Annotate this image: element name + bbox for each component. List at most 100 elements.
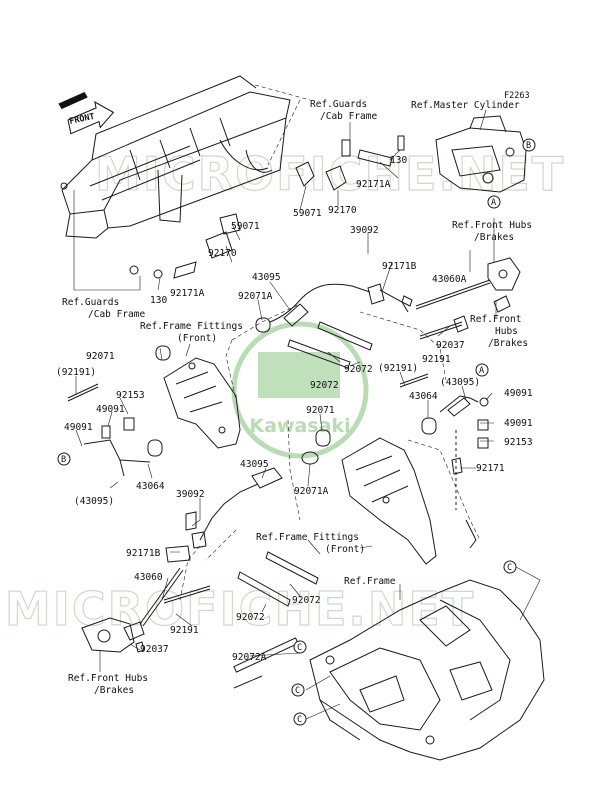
circle-a-top bbox=[487, 195, 501, 209]
part-92072-b: 92072 bbox=[310, 380, 339, 391]
part-39092-top: 39092 bbox=[350, 225, 379, 236]
part-92170-mid: 92170 bbox=[208, 248, 237, 259]
ref-frame-fittings-2-line1: Ref.Frame Fittings bbox=[256, 532, 359, 543]
circle-a-right-label: A bbox=[479, 366, 484, 376]
ref-frame-fittings-1-line1: Ref.Frame Fittings bbox=[140, 321, 243, 332]
part-92170-top: 92170 bbox=[328, 205, 357, 216]
part-92072A: 92072A bbox=[232, 652, 267, 663]
part-43095-paren-left: (43095) bbox=[74, 496, 114, 507]
front-hub-lower-drawing bbox=[81, 617, 145, 653]
frame-drawing-bottom bbox=[309, 579, 545, 761]
part-130-top: 130 bbox=[390, 155, 407, 166]
circle-a-top-label: A bbox=[491, 198, 496, 208]
front-arrow bbox=[58, 91, 115, 135]
circle-c-left-label: C bbox=[295, 686, 300, 696]
circle-c-left bbox=[291, 683, 305, 697]
tie-straps-lower bbox=[233, 551, 319, 689]
part-43095-mid: 43095 bbox=[240, 459, 269, 470]
part-43064-right: 43064 bbox=[409, 391, 438, 402]
ref-front-hubs-right-line3: /Brakes bbox=[488, 338, 528, 349]
part-43095-paren-right: (43095) bbox=[440, 377, 480, 388]
part-43095-top: 43095 bbox=[252, 272, 281, 283]
ref-master-cylinder: Ref.Master Cylinder bbox=[411, 100, 520, 111]
tie-straps-upper bbox=[287, 321, 373, 369]
part-92171B-top: 92171B bbox=[382, 261, 417, 272]
part-92171A-top: 92171A bbox=[356, 179, 391, 190]
ref-front-hubs-bottom-line2: /Brakes bbox=[94, 685, 134, 696]
frame-fitting-left-drawing bbox=[163, 357, 241, 449]
part-92072-c: 92072 bbox=[292, 595, 321, 606]
watermark-text-bottom: MICROFICHE.NET bbox=[5, 582, 475, 636]
kawasaki-logo-block bbox=[258, 352, 340, 398]
part-130-left: 130 bbox=[150, 295, 167, 306]
ref-frame: Ref.Frame bbox=[344, 576, 396, 587]
frame-fitting-right-drawing bbox=[341, 437, 477, 565]
clamp-parts-top bbox=[295, 135, 405, 191]
circle-b-top bbox=[522, 138, 536, 152]
part-43060: 43060 bbox=[134, 572, 163, 583]
part-43064-left: 43064 bbox=[136, 481, 165, 492]
ref-guards-left-line2: /Cab Frame bbox=[88, 309, 145, 320]
ref-front-hubs-right-line1: Ref.Front bbox=[470, 314, 521, 325]
part-49091-left-b: 49091 bbox=[64, 422, 93, 433]
part-92191-bottom: 92191 bbox=[170, 625, 199, 636]
ref-guards-top-line2: /Cab Frame bbox=[320, 111, 377, 122]
part-59071-mid: 59071 bbox=[231, 221, 260, 232]
leader-lines bbox=[73, 109, 541, 720]
part-92153-right: 92153 bbox=[504, 437, 533, 448]
ref-guards-top-line1: Ref.Guards bbox=[310, 99, 367, 110]
guard-frame-drawing bbox=[60, 75, 291, 239]
circle-c-92072A-label: C bbox=[297, 643, 302, 653]
ref-front-hubs-bottom-line1: Ref.Front Hubs bbox=[68, 673, 148, 684]
part-39092-mid: 39092 bbox=[176, 489, 205, 500]
part-92191-mid: 92191 bbox=[422, 354, 451, 365]
master-cylinder-drawing bbox=[435, 115, 527, 193]
brake-small-parts-right bbox=[419, 295, 511, 340]
part-92191-paren-left: (92191) bbox=[56, 367, 96, 378]
ref-guards-left-line1: Ref.Guards bbox=[62, 297, 119, 308]
part-49091-right-a: 49091 bbox=[504, 388, 533, 399]
ref-front-hubs-top-line1: Ref.Front Hubs bbox=[452, 220, 532, 231]
part-92171B-bottom: 92171B bbox=[126, 548, 161, 559]
kawasaki-logo-text: Kawasaki bbox=[249, 415, 350, 437]
ref-front-hubs-top-line2: /Brakes bbox=[474, 232, 514, 243]
dash-outline-center bbox=[225, 303, 447, 401]
part-92171A-left: 92171A bbox=[170, 288, 205, 299]
diagram-code: F2263 bbox=[504, 91, 530, 101]
part-92071A-top: 92071A bbox=[238, 291, 273, 302]
part-59071-top: 59071 bbox=[293, 208, 322, 219]
part-92072-d: 92072 bbox=[236, 612, 265, 623]
part-92071-mid: 92071 bbox=[306, 405, 335, 416]
part-92191-paren-right: (92191) bbox=[378, 363, 418, 374]
left-parts bbox=[57, 345, 171, 477]
dash-outline-left bbox=[179, 529, 237, 601]
part-92037-bottom: 92037 bbox=[140, 644, 169, 655]
part-92153-left: 92153 bbox=[116, 390, 145, 401]
clamp-parts-mid bbox=[129, 213, 241, 279]
circle-c-right-label: C bbox=[507, 563, 512, 573]
labels: F2263 Ref.Guards /Cab Frame Ref.Master C… bbox=[56, 91, 533, 696]
ref-frame-fittings-1-line2: (Front) bbox=[177, 333, 217, 344]
part-92071-left: 92071 bbox=[86, 351, 115, 362]
part-92171-right: 92171 bbox=[476, 463, 505, 474]
part-92037-top: 92037 bbox=[436, 340, 465, 351]
brake-hose-43060A bbox=[415, 257, 521, 310]
part-49091-right-b: 49091 bbox=[504, 418, 533, 429]
part-92072-a: 92072 bbox=[344, 364, 373, 375]
part-49091-left-a: 49091 bbox=[96, 404, 125, 415]
ref-frame-fittings-2-line2: (Front) bbox=[325, 544, 365, 555]
circle-b-left-label: B bbox=[61, 455, 66, 465]
brake-pipe-lower bbox=[139, 467, 283, 627]
watermark-group: MICROFICHE.NET MICROFICHE.NET Kawasaki bbox=[4, 146, 563, 636]
circle-b-top-label: B bbox=[526, 141, 531, 151]
front-arrow-head-icon bbox=[58, 91, 88, 110]
ref-front-hubs-right-line2: Hubs bbox=[495, 326, 518, 337]
brake-pipe-top bbox=[255, 283, 413, 333]
circle-c-bottom-label: C bbox=[297, 715, 302, 725]
frame-dashline bbox=[254, 84, 311, 166]
part-92071A-mid: 92071A bbox=[294, 486, 329, 497]
dash-outline-lower bbox=[287, 419, 481, 541]
part-43060A: 43060A bbox=[432, 274, 467, 285]
